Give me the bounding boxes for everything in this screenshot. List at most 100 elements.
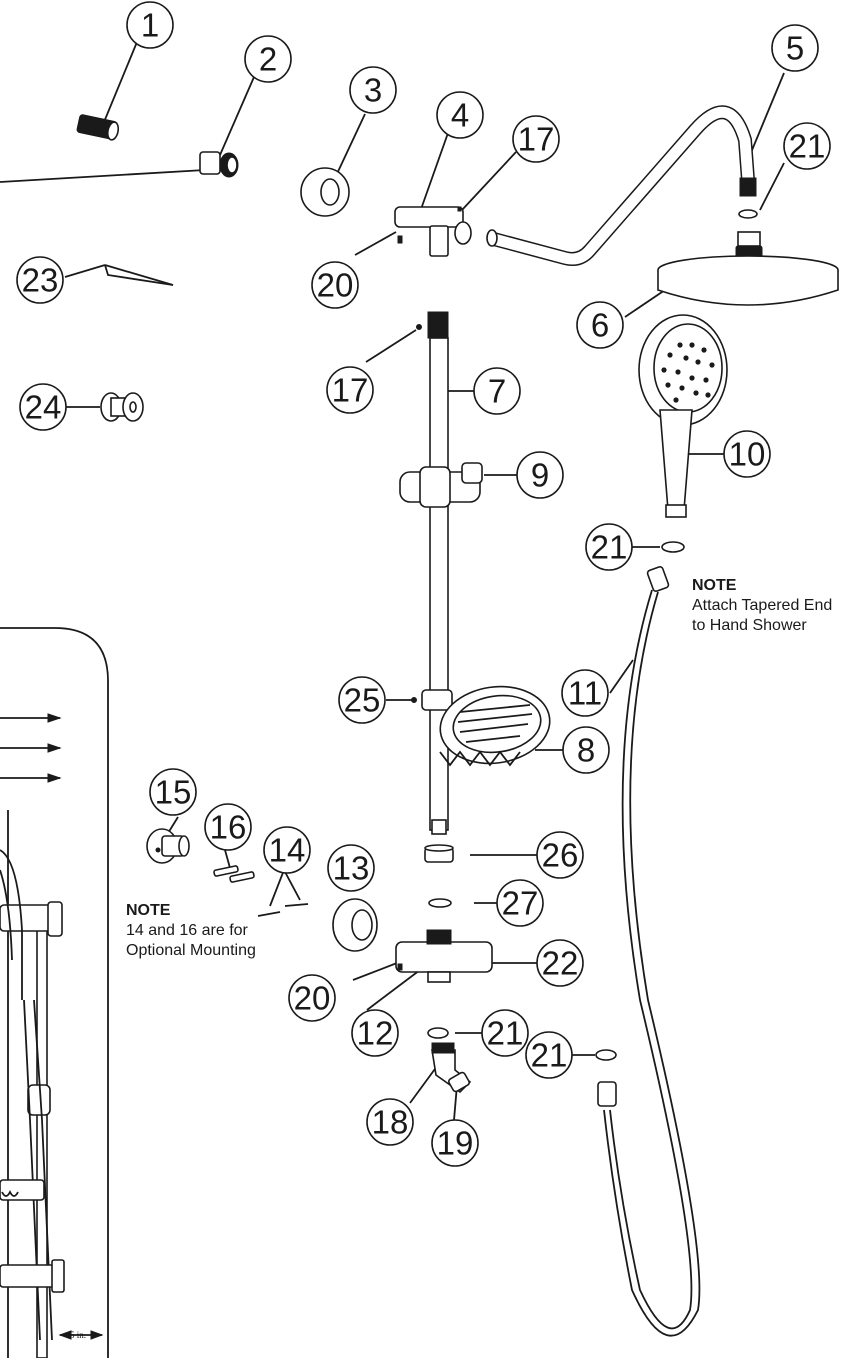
- callout-21d-label: 21: [531, 1037, 568, 1074]
- note-mounting: NOTE 14 and 16 are for Optional Mounting: [126, 902, 256, 959]
- callout-10: 10: [723, 430, 771, 478]
- part-25-screw: [411, 697, 417, 703]
- callout-26-label: 26: [542, 837, 579, 874]
- callout-2-label: 2: [259, 41, 277, 78]
- callout-3-label: 3: [364, 72, 382, 109]
- part-24-anchor: [100, 392, 144, 422]
- callout-15: 15: [149, 768, 197, 816]
- callout-20b: 20: [288, 974, 336, 1022]
- callout-5: 5: [771, 24, 819, 72]
- callout-9: 9: [516, 451, 564, 499]
- callout-18: 18: [366, 1098, 414, 1146]
- callout-20b-label: 20: [294, 980, 331, 1017]
- callout-26: 26: [536, 831, 584, 879]
- note-hose-line2: to Hand Shower: [692, 617, 807, 634]
- note-mounting-line1: 14 and 16 are for: [126, 922, 249, 939]
- callout-14: 14: [263, 826, 311, 874]
- callout-25: 25: [338, 676, 386, 724]
- part-20-set-screw: [397, 235, 403, 244]
- callout-17a-label: 17: [518, 121, 555, 158]
- callout-17a: 17: [512, 115, 560, 163]
- callout-4: 4: [436, 91, 484, 139]
- part-6-rain-showerhead: [657, 209, 839, 306]
- installation-inset: 5 in.: [0, 627, 109, 1358]
- callout-7-label: 7: [488, 373, 506, 410]
- callout-21b: 21: [585, 523, 633, 571]
- callout-24-label: 24: [25, 389, 62, 426]
- callout-14-label: 14: [269, 832, 306, 869]
- part-2-connector: [199, 151, 239, 178]
- part-9-slider: [399, 462, 483, 508]
- part-1-nipple: [76, 114, 120, 141]
- callout-27: 27: [496, 879, 544, 927]
- callout-21b-label: 21: [591, 529, 628, 566]
- callout-16-label: 16: [210, 809, 247, 846]
- part-22-diverter: [395, 929, 493, 983]
- callout-19: 19: [431, 1119, 479, 1167]
- part-23-hex-key: [104, 264, 174, 286]
- callout-21c: 21: [481, 1009, 529, 1057]
- callout-10-label: 10: [729, 436, 766, 473]
- callout-11-label: 11: [568, 675, 602, 712]
- callout-17b: 17: [326, 366, 374, 414]
- callout-21c-label: 21: [487, 1015, 524, 1052]
- part-14-screws: [257, 903, 309, 917]
- part-13-flange: [332, 898, 378, 952]
- callout-3: 3: [349, 66, 397, 114]
- callout-27-label: 27: [502, 885, 539, 922]
- callout-12-label: 12: [357, 1015, 394, 1052]
- callout-24: 24: [19, 383, 67, 431]
- callout-15-label: 15: [155, 774, 192, 811]
- leader-lines: [0, 41, 785, 1121]
- callout-20a-label: 20: [317, 267, 354, 304]
- callout-23: 23: [16, 256, 64, 304]
- callout-19-label: 19: [437, 1125, 474, 1162]
- callout-21a: 21: [783, 122, 831, 170]
- callout-13: 13: [327, 844, 375, 892]
- part-11-hose: [597, 565, 701, 1337]
- callout-9-label: 9: [531, 457, 549, 494]
- part-19-nut: [448, 1071, 470, 1093]
- callout-5-label: 5: [786, 30, 804, 67]
- note-hose-title: NOTE: [692, 577, 737, 594]
- callout-18-label: 18: [372, 1104, 409, 1141]
- callout-12: 12: [351, 1009, 399, 1057]
- part-26-cap: [424, 844, 454, 863]
- part-5-shower-arm: [486, 105, 757, 266]
- callout-8-label: 8: [577, 732, 595, 769]
- callout-2: 2: [244, 35, 292, 83]
- callout-8: 8: [562, 726, 610, 774]
- part-27-ring: [428, 898, 452, 908]
- note-hose: NOTE Attach Tapered End to Hand Shower: [692, 577, 832, 634]
- callout-25-label: 25: [344, 682, 381, 719]
- callout-4-label: 4: [451, 97, 469, 134]
- part-21-washers: [427, 541, 685, 1061]
- callout-6-label: 6: [591, 307, 609, 344]
- callout-17b-label: 17: [332, 372, 369, 409]
- part-4-arm-bracket: [394, 206, 472, 257]
- part-8-soap-dish: [421, 685, 551, 767]
- callout-16: 16: [204, 803, 252, 851]
- callout-1: 1: [126, 1, 174, 49]
- part-10-hand-shower: [638, 314, 728, 518]
- note-mounting-line2: Optional Mounting: [126, 942, 256, 959]
- callouts: 1 2 3 4 5 17 21 23 20 6 17 7 24 9 10 21 …: [16, 1, 831, 1167]
- callout-23-label: 23: [22, 262, 59, 299]
- part-15-wall-bracket: [146, 828, 190, 864]
- callout-21d: 21: [525, 1031, 573, 1079]
- callout-20a: 20: [311, 261, 359, 309]
- callout-13-label: 13: [333, 850, 370, 887]
- callout-1-label: 1: [141, 7, 159, 44]
- inset-dimension-label: 5 in.: [70, 1330, 86, 1340]
- callout-11: 11: [561, 669, 609, 717]
- callout-6: 6: [576, 301, 624, 349]
- note-hose-line1: Attach Tapered End: [692, 597, 832, 614]
- part-16-anchors: [213, 865, 255, 883]
- part-3-flange: [300, 167, 350, 217]
- callout-21a-label: 21: [789, 128, 826, 165]
- callout-22-label: 22: [542, 945, 579, 982]
- callout-7: 7: [473, 367, 521, 415]
- note-mounting-title: NOTE: [126, 902, 171, 919]
